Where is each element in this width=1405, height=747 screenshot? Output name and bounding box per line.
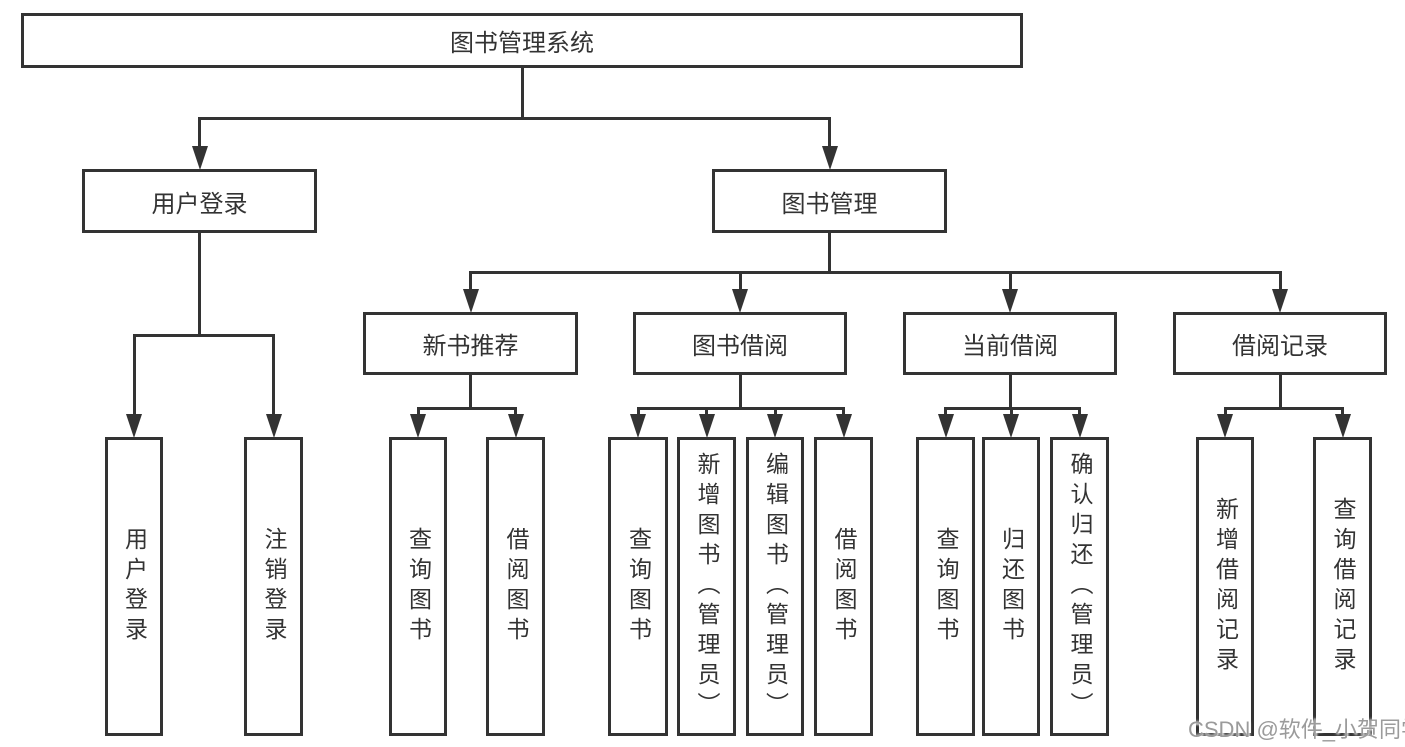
arrow-down-icon [767, 414, 783, 438]
connector-line [944, 408, 947, 419]
arrow-down-icon [126, 414, 142, 438]
node-label: 借阅图书 [831, 526, 857, 647]
connector-line [1008, 375, 1012, 408]
node-borrow-records: 借阅记录 [1173, 312, 1387, 375]
node-label: 新增图书（管理员） [694, 451, 720, 722]
arrow-down-icon [462, 289, 479, 313]
connector-line [773, 408, 777, 419]
node-label: 借阅记录 [1232, 333, 1328, 360]
node-bb-edit-book: 编辑图书（管理员） [746, 437, 804, 736]
connector-line [469, 375, 472, 408]
node-label: 查询图书 [625, 526, 652, 647]
connector-line [198, 233, 201, 335]
connector-line [944, 406, 1081, 410]
node-root: 图书管理系统 [21, 13, 1023, 68]
node-label: 借阅图书 [503, 526, 529, 647]
node-label: 新增借阅记录 [1212, 496, 1239, 677]
node-leaf-user-login: 用户登录 [105, 437, 163, 736]
node-cb-return-book: 归还图书 [982, 437, 1040, 736]
connector-line [469, 272, 472, 294]
node-cb-confirm-return: 确认归还（管理员） [1050, 437, 1109, 736]
node-br-add-record: 新增借阅记录 [1196, 437, 1254, 736]
node-cb-query-book: 查询图书 [916, 437, 975, 736]
connector-line [1078, 408, 1081, 419]
node-bb-query-book: 查询图书 [608, 437, 668, 736]
node-label: 用户登录 [151, 190, 248, 218]
arrow-down-icon [630, 414, 646, 438]
node-nbr-borrow-book: 借阅图书 [486, 437, 545, 736]
arrow-down-icon [937, 414, 954, 438]
connector-line [520, 68, 524, 118]
connector-line [1009, 408, 1013, 419]
arrow-down-icon [507, 414, 524, 438]
arrow-down-icon [265, 414, 282, 438]
arrow-down-icon [410, 414, 426, 438]
node-label: 图书管理 [781, 190, 878, 218]
node-current-borrow: 当前借阅 [903, 312, 1117, 375]
arrow-down-icon [1217, 414, 1233, 438]
arrow-down-icon [1003, 414, 1019, 438]
arrow-down-icon [191, 146, 208, 170]
connector-line [828, 233, 831, 272]
connector-line [1008, 272, 1012, 294]
connector-line [132, 335, 136, 419]
connector-line [738, 272, 742, 294]
node-book-mgmt: 图书管理 [712, 169, 947, 233]
connector-line [705, 408, 708, 419]
connector-line [132, 333, 275, 337]
connector-line [272, 335, 275, 419]
connector-line [514, 408, 517, 419]
arrow-down-icon [1071, 414, 1088, 438]
node-label: 图书借阅 [692, 333, 788, 360]
node-label: 查询借阅记录 [1330, 496, 1356, 677]
node-new-book-rec: 新书推荐 [363, 312, 578, 375]
node-label: 查询图书 [933, 526, 959, 647]
node-label: 查询图书 [405, 526, 432, 647]
connector-line [828, 118, 831, 151]
connector-line [1278, 375, 1282, 408]
connector-line [842, 408, 845, 419]
connector-line [416, 408, 420, 419]
connector-line [636, 406, 845, 410]
arrow-down-icon [1002, 289, 1018, 313]
node-nbr-query-book: 查询图书 [389, 437, 447, 736]
node-br-query-record: 查询借阅记录 [1313, 437, 1372, 736]
node-bb-add-book: 新增图书（管理员） [677, 437, 736, 736]
connector-line [636, 408, 640, 419]
node-user-login: 用户登录 [82, 169, 317, 233]
arrow-down-icon [698, 414, 715, 438]
node-book-borrow: 图书借阅 [633, 312, 847, 375]
node-label: 图书管理系统 [450, 30, 594, 57]
connector-line [1223, 408, 1227, 419]
connector-line [198, 118, 201, 151]
node-label: 确认归还（管理员） [1067, 451, 1093, 722]
connector-line [469, 270, 1282, 274]
arrow-down-icon [732, 289, 748, 313]
node-label: 新书推荐 [422, 333, 519, 360]
node-leaf-logout: 注销登录 [244, 437, 303, 736]
connector-line [1341, 408, 1344, 419]
node-label: 归还图书 [998, 526, 1025, 647]
arrow-down-icon [821, 146, 838, 170]
connector-line [1223, 406, 1344, 410]
arrow-down-icon [1272, 289, 1288, 313]
node-label: 用户登录 [121, 526, 148, 647]
arrow-down-icon [1334, 414, 1351, 438]
connector-line [738, 375, 742, 408]
node-label: 编辑图书（管理员） [762, 451, 789, 722]
node-bb-borrow-book: 借阅图书 [814, 437, 873, 736]
arrow-down-icon [835, 414, 852, 438]
watermark: CSDN @软件_小贺同学 [1188, 717, 1405, 742]
node-label: 当前借阅 [962, 333, 1058, 360]
connector-line [1278, 272, 1282, 294]
connector-line [198, 116, 831, 120]
node-label: 注销登录 [261, 526, 287, 647]
connector-line [416, 406, 517, 410]
